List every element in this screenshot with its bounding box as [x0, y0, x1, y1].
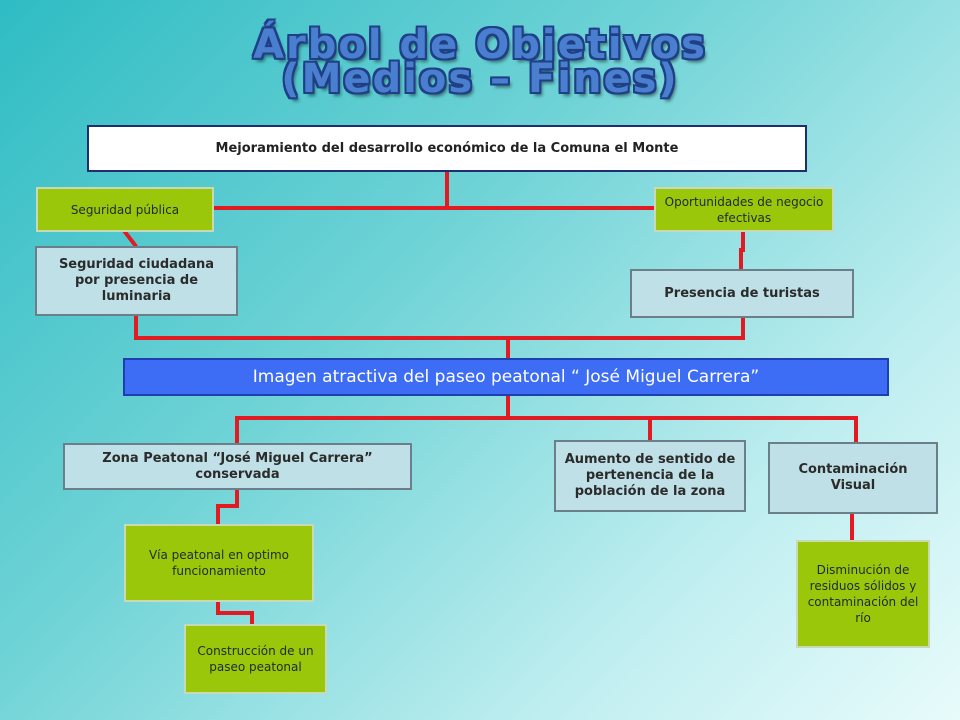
connector-zona-via	[216, 488, 239, 526]
connector-via-construccion	[216, 600, 254, 626]
node-zona-peatonal: Zona Peatonal “José Miguel Carrera” cons…	[63, 443, 412, 490]
node-contaminacion-visual: Contaminación Visual	[768, 442, 938, 514]
connector-oportunidades	[739, 230, 745, 270]
node-disminucion: Disminución de residuos sólidos y contam…	[796, 540, 930, 648]
node-seguridad-ciudadana: Seguridad ciudadana por presencia de lum…	[35, 246, 238, 316]
diagram-title-line1: Árbol de Objetivos	[253, 22, 707, 68]
connector-ciudadana-down	[134, 314, 510, 360]
node-via-peatonal: Vía peatonal en optimo funcionamiento	[124, 524, 314, 602]
node-construccion: Construcción de un paseo peatonal	[184, 624, 327, 694]
node-aumento-sentido: Aumento de sentido de pertenencia de la …	[554, 440, 746, 512]
node-end-goal: Mejoramiento del desarrollo económico de…	[87, 125, 807, 172]
node-oportunidades: Oportunidades de negocio efectivas	[654, 187, 834, 232]
connector-seguridad	[122, 229, 138, 248]
node-seguridad-publica: Seguridad pública	[36, 187, 214, 232]
node-presencia-turistas: Presencia de turistas	[630, 269, 854, 318]
diagram-title-line2: (Medios – Fines)	[281, 56, 679, 102]
node-imagen-atractiva: Imagen atractiva del paseo peatonal “ Jo…	[123, 358, 889, 396]
connector-turistas-down	[506, 316, 745, 340]
